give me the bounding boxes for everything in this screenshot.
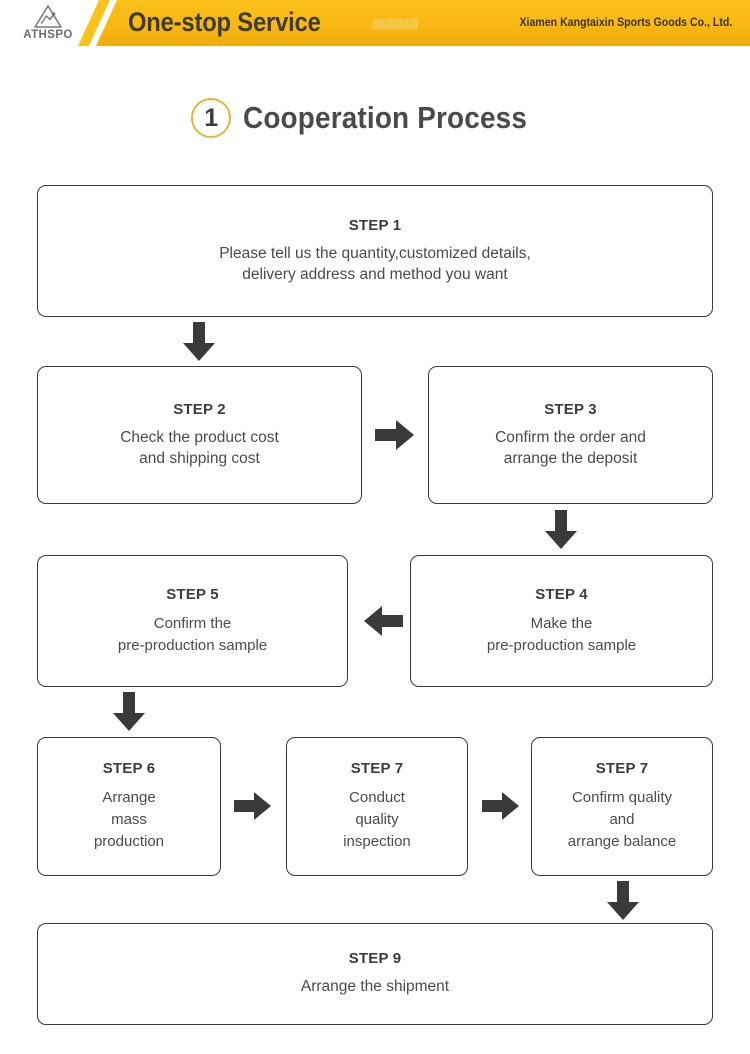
- flow-step-2-title: STEP 2: [173, 400, 226, 418]
- flow-step-5-body: Confirm the pre-production sample: [117, 614, 268, 654]
- flow-step-7a-title: STEP 7: [350, 760, 404, 778]
- flow-step-3-title: STEP 3: [544, 400, 597, 418]
- flow-step-2: STEP 2 Check the product cost and shippi…: [37, 366, 362, 504]
- flow-step-7b-body: Confirm quality and arrange balance: [567, 789, 677, 850]
- arrow-step6-to-step7a: [234, 790, 272, 822]
- triangle-mountain-logo-icon: [34, 5, 62, 28]
- flow-step-3-body: Confirm the order and arrange the deposi…: [495, 428, 646, 467]
- section-title: 1 Cooperation Process: [0, 92, 750, 144]
- section-number-badge: 1: [191, 98, 232, 138]
- arrow-step4-to-step5: [363, 604, 403, 638]
- flow-step-1-body: Please tell us the quantity,customized d…: [219, 244, 531, 283]
- arrow-step5-to-step6: [111, 692, 147, 732]
- flow-step-2-body: Check the product cost and shipping cost: [120, 428, 279, 467]
- header-company-name: Xiamen Kangtaixin Sports Goods Co., Ltd.: [519, 17, 732, 29]
- header-slash-decoration: ///////////////////: [372, 16, 419, 32]
- flow-step-6-title: STEP 6: [102, 760, 156, 778]
- arrow-step3-to-step4: [543, 510, 579, 550]
- flow-step-7a: STEP 7 Conduct quality inspection: [286, 737, 468, 876]
- flow-step-9-body: Arrange the shipment: [300, 978, 450, 996]
- brand-logo: ATHSPO: [18, 4, 78, 44]
- section-title-label: Cooperation Process: [243, 100, 528, 135]
- flow-step-4: STEP 4 Make the pre-production sample: [410, 555, 713, 687]
- arrow-step7b-to-step9: [605, 881, 641, 921]
- arrow-step7a-to-step7b: [482, 790, 520, 822]
- flow-step-6-body: Arrange mass production: [93, 789, 165, 850]
- flow-step-7a-body: Conduct quality inspection: [343, 789, 411, 850]
- flow-step-1: STEP 1 Please tell us the quantity,custo…: [37, 185, 713, 317]
- brand-logo-text: ATHSPO: [23, 29, 73, 41]
- header-yellow-band: [96, 0, 750, 46]
- flow-step-7b-title: STEP 7: [595, 760, 649, 778]
- page-header: ATHSPO One-stop Service ////////////////…: [0, 0, 750, 46]
- flow-step-5-title: STEP 5: [166, 585, 219, 603]
- flow-step-7b: STEP 7 Confirm quality and arrange balan…: [531, 737, 713, 876]
- flow-step-9: STEP 9 Arrange the shipment: [37, 923, 713, 1025]
- flow-step-3: STEP 3 Confirm the order and arrange the…: [428, 366, 713, 504]
- arrow-step1-to-step2: [181, 322, 217, 362]
- flow-step-1-title: STEP 1: [348, 216, 402, 234]
- flow-step-4-title: STEP 4: [535, 585, 588, 603]
- flow-step-6: STEP 6 Arrange mass production: [37, 737, 221, 876]
- flow-step-4-body: Make the pre-production sample: [486, 614, 637, 654]
- arrow-step2-to-step3: [375, 418, 415, 452]
- flow-step-5: STEP 5 Confirm the pre-production sample: [37, 555, 348, 687]
- header-title: One-stop Service: [128, 7, 321, 37]
- flow-step-9-title: STEP 9: [348, 950, 402, 968]
